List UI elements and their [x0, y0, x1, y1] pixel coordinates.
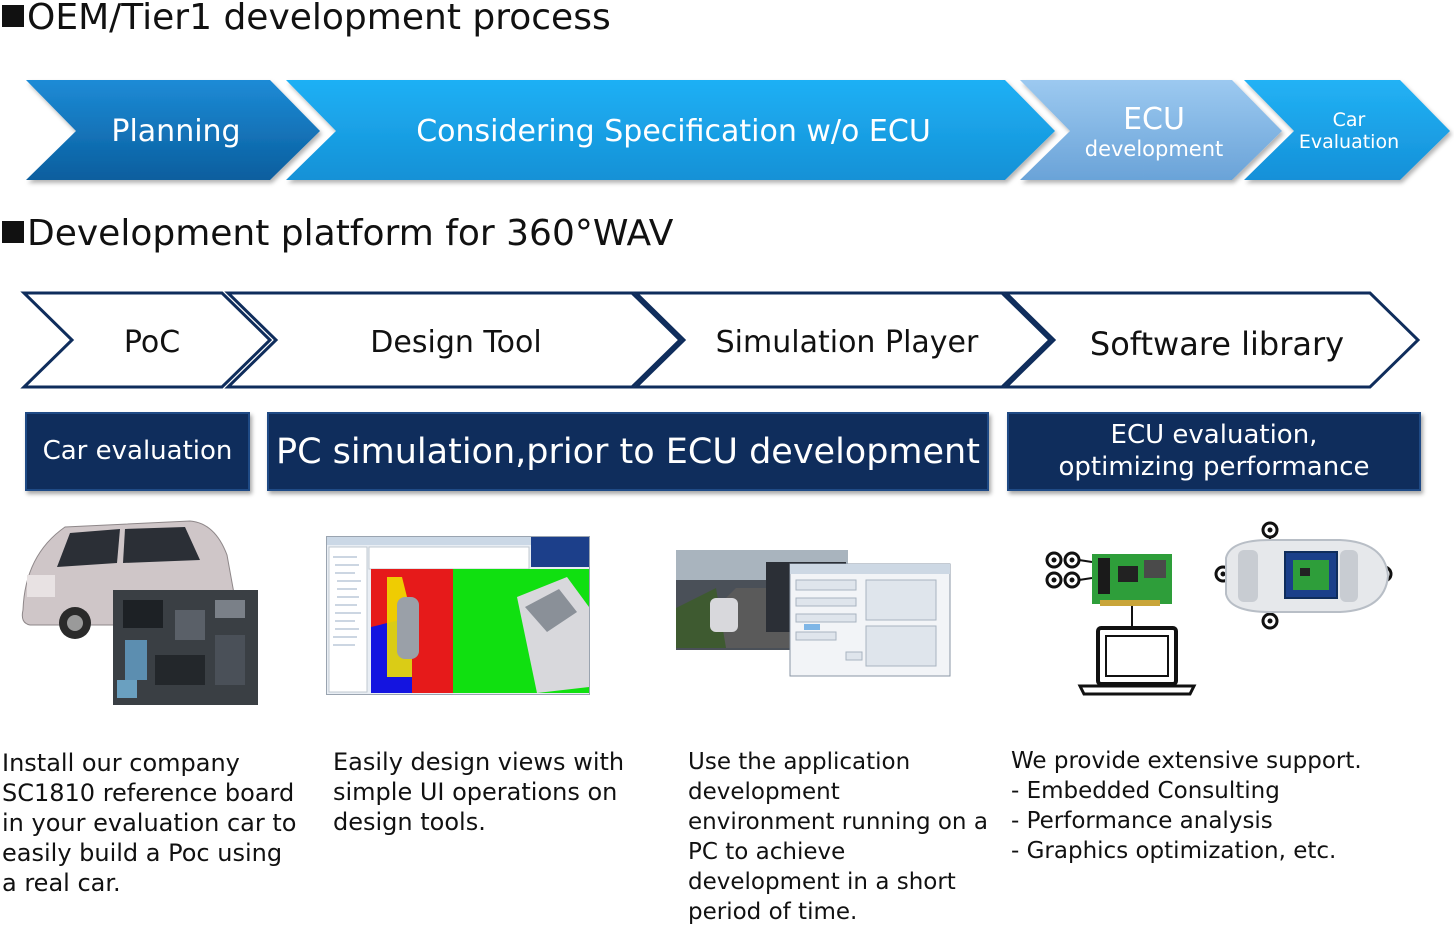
stage-car-label: Car Evaluation	[1290, 80, 1408, 182]
box-car-evaluation: Car evaluation	[25, 412, 250, 491]
section-title-platform: Development platform for 360°WAV	[2, 216, 673, 252]
stage-ecu-label: ECU development	[1070, 80, 1238, 182]
chevron-software-library	[1002, 291, 1421, 389]
stage-planning-label: Planning	[111, 113, 241, 149]
box-ecu-line2: optimizing performance	[1058, 451, 1370, 482]
box-ecu-evaluation: ECU evaluation, optimizing performance	[1007, 412, 1421, 491]
chevron-poc	[20, 291, 273, 389]
stage-car-subtitle: Evaluation	[1298, 131, 1400, 153]
platform-software-label: Software library	[1089, 325, 1345, 363]
platform-design-tool-label: Design Tool	[370, 324, 542, 360]
platform-flow	[20, 291, 1421, 389]
car-and-board-image	[15, 515, 265, 710]
stage-ecu-subtitle: development	[1084, 136, 1224, 161]
stage-considering-label: Considering Specification w/o ECU	[416, 113, 931, 149]
platform-simulation-label: Simulation Player	[715, 324, 979, 360]
box-ecu-line1: ECU evaluation,	[1110, 420, 1318, 451]
square-bullet-icon	[2, 5, 24, 27]
box-pc-simulation: PC simulation,prior to ECU development	[267, 412, 989, 491]
stage-car-title: Car	[1332, 109, 1366, 131]
stage-ecu-title: ECU	[1123, 101, 1185, 137]
description-poc: Install our company SC1810 reference boa…	[2, 749, 297, 897]
description-simulation: Use the application development environm…	[688, 749, 988, 925]
software-library-illustration	[1040, 518, 1400, 700]
chevron-car-evaluation	[1244, 80, 1450, 180]
simulation-player-screenshot	[676, 548, 952, 678]
process-flow	[26, 80, 1450, 180]
section-title-process: OEM/Tier1 development process	[2, 0, 611, 36]
description-design-tool: Easily design views with simple UI opera…	[333, 748, 625, 836]
platform-poc-label: PoC	[123, 324, 181, 360]
chevron-ecu-development	[1020, 80, 1282, 180]
chevron-simulation-player	[632, 291, 1053, 389]
chevron-design-tool	[224, 291, 683, 389]
chevron-considering	[286, 80, 1055, 180]
description-software-library: We provide extensive support. - Embedded…	[1011, 748, 1362, 864]
square-bullet-icon	[2, 221, 24, 243]
chevron-planning	[26, 80, 320, 180]
design-tool-screenshot	[326, 536, 590, 695]
